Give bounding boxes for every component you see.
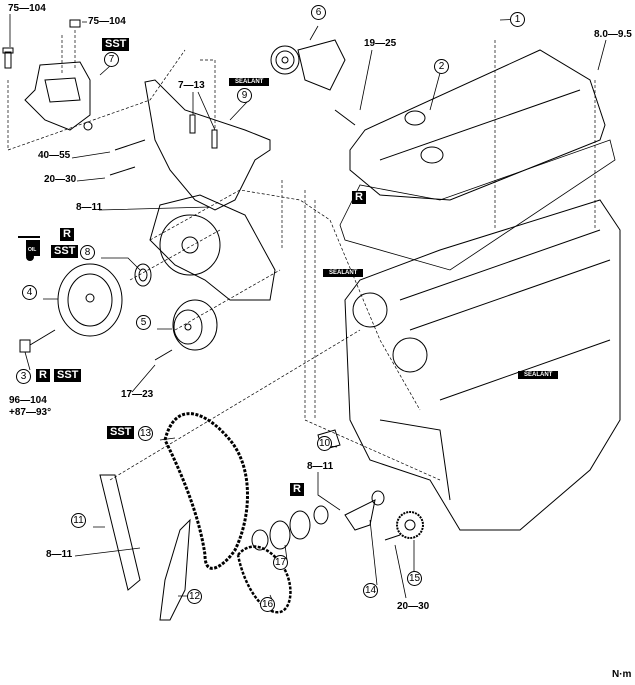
engine-bracket <box>109 79 271 211</box>
engine-mount <box>2 19 93 131</box>
torque-chain-tensioner: 8—11 <box>307 461 334 472</box>
torque-idler: 17—23 <box>121 389 154 400</box>
chain-tensioner-arm <box>159 518 191 621</box>
callout-14: 14 <box>363 583 378 598</box>
callout-11: 11 <box>71 513 86 528</box>
torque-cover: 8—11 <box>76 202 103 213</box>
leader-lines <box>9 14 607 605</box>
chain-guide <box>99 474 141 591</box>
torque-mount-bolt: 75—104 <box>8 3 46 14</box>
sst-badge: SST <box>102 38 130 51</box>
callout-5: 5 <box>136 315 151 330</box>
sealant-tag: SEALANT <box>518 371 559 379</box>
r-badge: R <box>60 228 74 241</box>
callout-17: 17 <box>273 555 288 570</box>
torque-mount-nut: 75—104 <box>88 16 126 27</box>
callout-15: 15 <box>407 571 422 586</box>
alignment-lines <box>7 30 596 481</box>
drive-belt-tensioner <box>270 39 356 126</box>
crank-sprocket <box>251 505 329 551</box>
crankshaft-pulley <box>19 263 123 353</box>
callout-13: 13 <box>138 426 153 441</box>
r-badge: R <box>352 191 366 204</box>
sst-badge: SST <box>51 245 79 258</box>
torque-oil-pump: 20—30 <box>397 601 430 612</box>
callout-10: 10 <box>317 436 332 451</box>
torque-bracket-a: 40—55 <box>38 150 71 161</box>
oil-label: OIL <box>28 247 37 253</box>
callout-8: 8 <box>80 245 95 260</box>
timing-chain <box>163 412 292 614</box>
torque-bracket-b: 20—30 <box>44 174 77 185</box>
idler-pulley <box>154 299 218 361</box>
engine-block <box>344 199 621 531</box>
callout-3: 3 <box>16 369 31 384</box>
torque-tensioner: 19—25 <box>364 38 397 49</box>
torque-pulley-1: 96—104 <box>9 395 47 406</box>
unit-label: N·m <box>612 669 632 680</box>
oil-pump-sprocket <box>384 511 424 541</box>
callout-16: 16 <box>260 597 275 612</box>
torque-coil: 8.0—9.5 <box>594 29 632 40</box>
engine-front-cover <box>149 194 276 301</box>
callout-2: 2 <box>434 59 449 74</box>
torque-guide: 8—11 <box>46 549 73 560</box>
sealant-tag: SEALANT <box>323 269 364 277</box>
oil-pump-chain-guide <box>344 490 385 531</box>
sst-badge: SST <box>107 426 135 439</box>
callout-1: 1 <box>510 12 525 27</box>
oil-can-icon <box>18 236 40 261</box>
callout-4: 4 <box>22 285 37 300</box>
r-badge: R <box>36 369 50 382</box>
cylinder-head-cover <box>339 49 616 271</box>
r-badge: R <box>290 483 304 496</box>
sst-badge: SST <box>54 369 82 382</box>
callout-9: 9 <box>237 88 252 103</box>
front-oil-seal <box>134 263 152 287</box>
callout-7: 7 <box>104 52 119 67</box>
sealant-tag: SEALANT <box>229 78 270 86</box>
torque-bracket-stud: 7—13 <box>178 80 205 91</box>
callout-6: 6 <box>311 5 326 20</box>
callout-12: 12 <box>187 589 202 604</box>
torque-pulley-2: +87—93° <box>9 407 52 418</box>
